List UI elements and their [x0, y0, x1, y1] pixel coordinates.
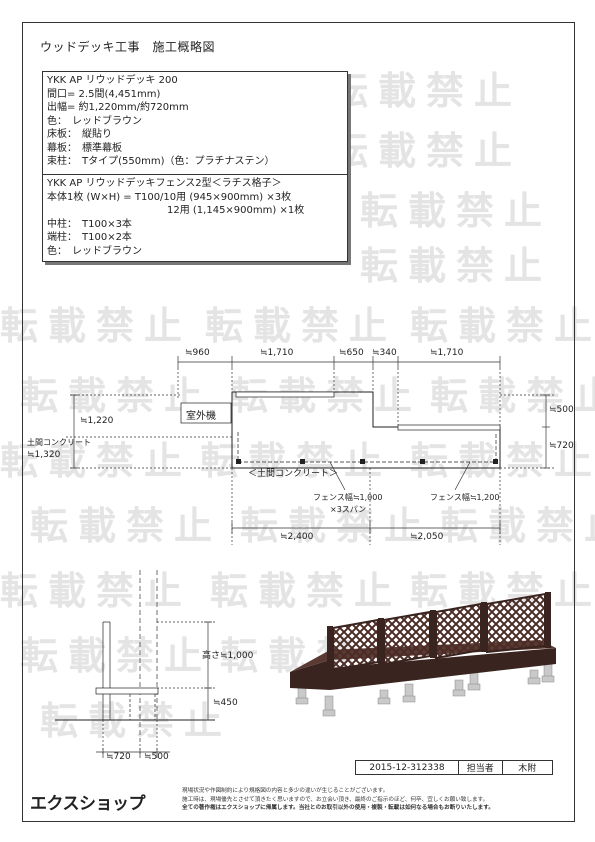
watermark: 転載禁止 — [360, 189, 553, 233]
spec-line: 本体1枚 (W×H) = T100/10用 (945×900mm) ×3枚 — [47, 191, 292, 203]
watermark: 転載禁止 — [440, 504, 595, 548]
spec-box-deck: YKK AP リウッドデッキ 200 間口= 2.5間(4,451mm) 出幅=… — [42, 71, 348, 177]
watermark: 転載禁止 — [20, 634, 213, 678]
concrete-left-dim: ≒1,320 — [27, 450, 61, 460]
concrete-left-label: 土間コンクリート — [27, 438, 91, 447]
doc-id: 2015-12-312338 — [356, 761, 459, 774]
spec-line: 色： レッドブラウン — [47, 245, 142, 257]
dim-bottom-2400: ≒2,400 — [280, 532, 314, 542]
dim-top-960: ≒960 — [185, 348, 210, 358]
dim-top-650: ≒650 — [339, 348, 364, 358]
watermark: 転載禁止 — [360, 244, 553, 288]
elev-dim-500: ≒500 — [144, 752, 169, 762]
outdoor-unit-label: 室外機 — [186, 411, 216, 422]
fence-width-1200: フェンス幅≒1,200 — [430, 493, 500, 502]
height-label: 高さ≒1,000 — [202, 651, 254, 661]
watermark: 転載禁止 — [20, 374, 213, 418]
footer-note: 施工時は、現場優先とさせて頂きたく思いますので、お立会い頂き、最終のご指示のほど… — [182, 796, 489, 803]
dim-bottom-2050: ≒2,050 — [410, 532, 444, 542]
elev-dim-720: ≒720 — [106, 752, 131, 762]
spec-box-fence: YKK AP リウッドデッキフェンス2型＜ラチス格子＞ 本体1枚 (W×H) =… — [42, 174, 348, 262]
company-logo: エクスショップ — [30, 794, 146, 814]
footer-note: 全ての著作権はエクスショップに帰属します。当社とのお取引以外の使用・複製・転載は… — [182, 805, 494, 811]
spec-line: 色： レッドブラウン — [47, 115, 142, 127]
spec-line: 端柱： T100×2本 — [47, 232, 132, 243]
fence-spans: ×3スパン — [330, 505, 367, 514]
watermark: 転載禁止 — [0, 439, 193, 483]
footer-note: 現場状況や作図制約により規格図の内容と多少の違いが生じることがございます。 — [182, 788, 389, 794]
person-name: 木附 — [518, 764, 537, 774]
page-title: ウッドデッキ工事 施工概略図 — [40, 40, 216, 54]
spec-line: 12用 (1,145×900mm) ×1枚 — [47, 205, 305, 216]
footer-notes: 現場状況や作図制約により規格図の内容と多少の違いが生じることがございます。 施工… — [182, 787, 494, 813]
dim-right-500: ≒500 — [549, 405, 574, 415]
dim-left-1220: ≒1,220 — [80, 416, 114, 426]
spec-line: YKK AP リウッドデッキフェンス2型＜ラチス格子＞ — [47, 178, 282, 189]
dim-top-340: ≒340 — [372, 348, 397, 358]
watermark: 転載禁止 — [240, 504, 433, 548]
watermark: 転載禁止 — [330, 129, 523, 173]
watermark: 転載禁止 — [330, 69, 523, 113]
dim-top-1710a: ≒1,710 — [260, 348, 294, 358]
footer-info-table: 2015-12-312338 担当者 木附 — [355, 760, 553, 775]
dim-top-1710b: ≒1,710 — [430, 348, 464, 358]
spec-line: 幕板： 標準幕板 — [47, 142, 122, 154]
watermark: 転載禁止 — [30, 504, 223, 548]
fence-width-1000: フェンス幅≒1,000 — [313, 493, 383, 502]
spec-line: 中柱： T100×3本 — [47, 218, 132, 230]
watermark: 転載禁止 — [205, 304, 398, 348]
concrete-label: ＜土間コンクリート＞ — [248, 469, 339, 479]
watermark: 転載禁止 — [0, 304, 193, 348]
person-label: 担当者 — [459, 761, 503, 774]
deck-height-label: ≒450 — [213, 698, 238, 708]
dim-right-720: ≒720 — [549, 441, 574, 451]
footer-bar: エクスショップ 現場状況や作図制約により規格図の内容と多少の違いが生じることがご… — [30, 787, 565, 817]
watermark: 転載禁止 — [410, 304, 595, 348]
spec-line: 間口= 2.5間(4,451mm) — [47, 88, 161, 100]
spec-line: 床板： 縦貼り — [47, 129, 112, 140]
spec-line: 束柱： Tタイプ(550mm)（色：プラチナステン） — [47, 156, 275, 167]
watermark: 転載禁止 — [210, 569, 403, 613]
spec-line: YKK AP リウッドデッキ 200 — [47, 75, 178, 86]
page-frame — [22, 22, 575, 822]
spec-line: 出幅= 約1,220mm/約720mm — [47, 102, 189, 113]
watermark: 転載禁止 — [0, 569, 193, 613]
watermark: 転載禁止 — [40, 699, 233, 743]
